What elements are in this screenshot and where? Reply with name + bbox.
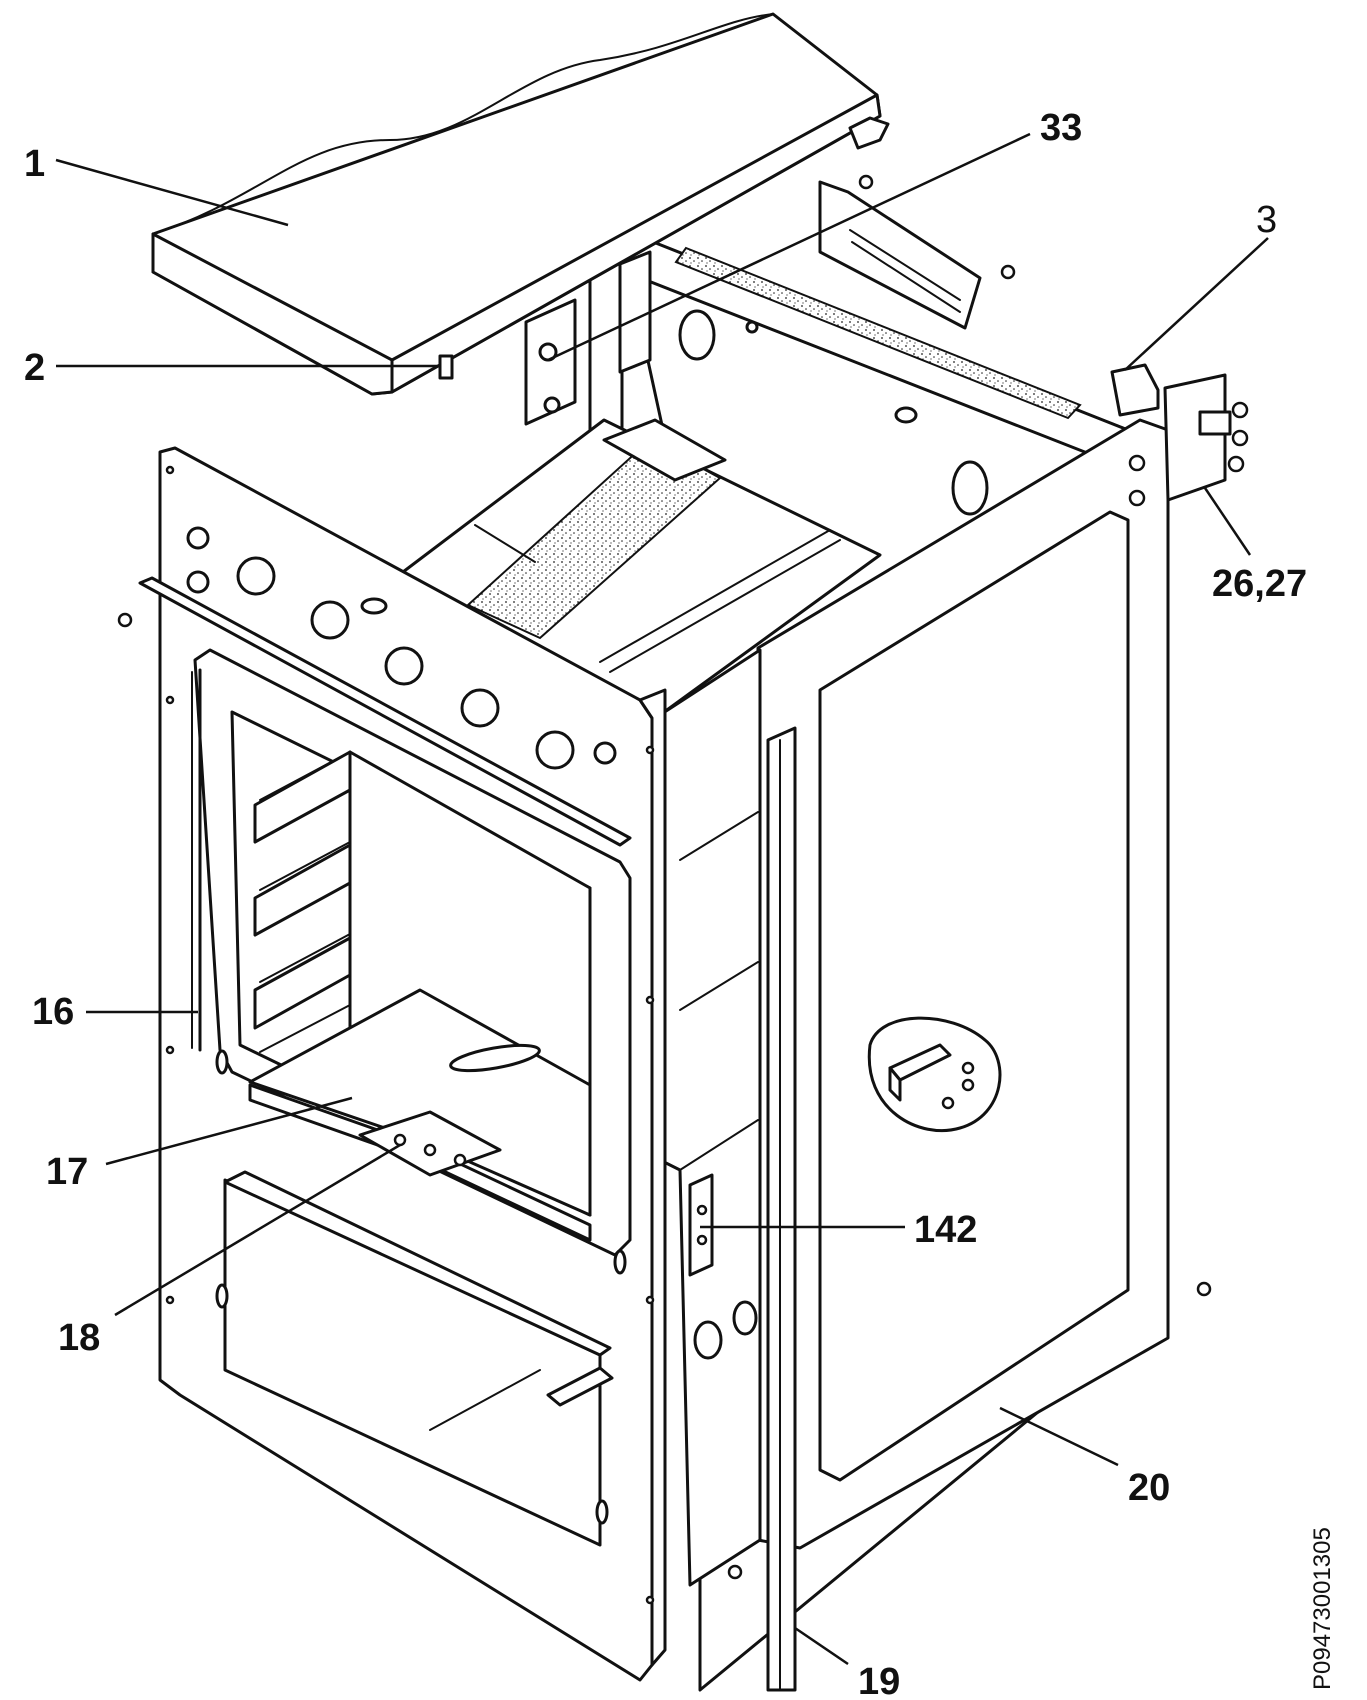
front-strip (766, 726, 797, 1692)
top-lid-front-edge (151, 232, 394, 396)
top-lid (151, 12, 890, 396)
callout-18: 18 (58, 1317, 100, 1359)
cutaway-detail (867, 1016, 1002, 1133)
control-knob-hole (236, 556, 276, 596)
hinge-bracket (1110, 363, 1160, 417)
leader-lines (55, 132, 1269, 1666)
callout-26-27: 26,27 (1212, 563, 1307, 605)
side-panel (117, 174, 1249, 1580)
back-wall-hole (951, 460, 989, 516)
rear-bracket-left (524, 298, 577, 426)
lower-compartment-rail (223, 1170, 612, 1357)
callout-17: 17 (46, 1151, 88, 1193)
cavity-insulation-block (466, 438, 722, 640)
side-panel-inner-frame (818, 510, 1130, 1482)
lower-compartment-handle (546, 1366, 614, 1407)
top-bracket (818, 180, 982, 330)
front-frame-edge (638, 688, 667, 1667)
control-hole (186, 526, 210, 550)
back-wall-small-hole (745, 320, 759, 334)
callout-33: 33 (1040, 107, 1082, 149)
cavity-top (393, 418, 882, 717)
cavity-inner-wall (658, 648, 762, 1587)
door-hinge (688, 1173, 714, 1277)
callout-labels: 1 2 3 33 26,27 16 17 18 142 20 19 (24, 107, 1307, 1700)
front-frame (138, 446, 714, 1682)
document-id: P09473001305 (1309, 1527, 1336, 1690)
front-vertical-strip (766, 726, 797, 1692)
callout-20: 20 (1128, 1467, 1170, 1509)
callout-19: 19 (858, 1661, 900, 1700)
callout-2: 2 (24, 347, 45, 389)
callout-1: 1 (24, 143, 45, 185)
back-wall-slot (894, 406, 918, 424)
lid-clip-rear (848, 116, 890, 150)
lid-clip (438, 354, 454, 380)
callout-3: 3 (1256, 199, 1277, 241)
back-wall-hole (678, 309, 716, 361)
rear-bracket-center (618, 250, 652, 374)
top-lid-side-edge (390, 93, 882, 394)
callout-16: 16 (32, 991, 74, 1033)
callout-142: 142 (914, 1209, 977, 1251)
top-rail-insulation (674, 246, 1082, 420)
hinge-screw-block (1198, 410, 1232, 436)
inner-side-wall (658, 648, 762, 1587)
control-rail (138, 576, 632, 847)
hinge-plate (1163, 373, 1227, 502)
insulation-block-top (602, 418, 727, 482)
